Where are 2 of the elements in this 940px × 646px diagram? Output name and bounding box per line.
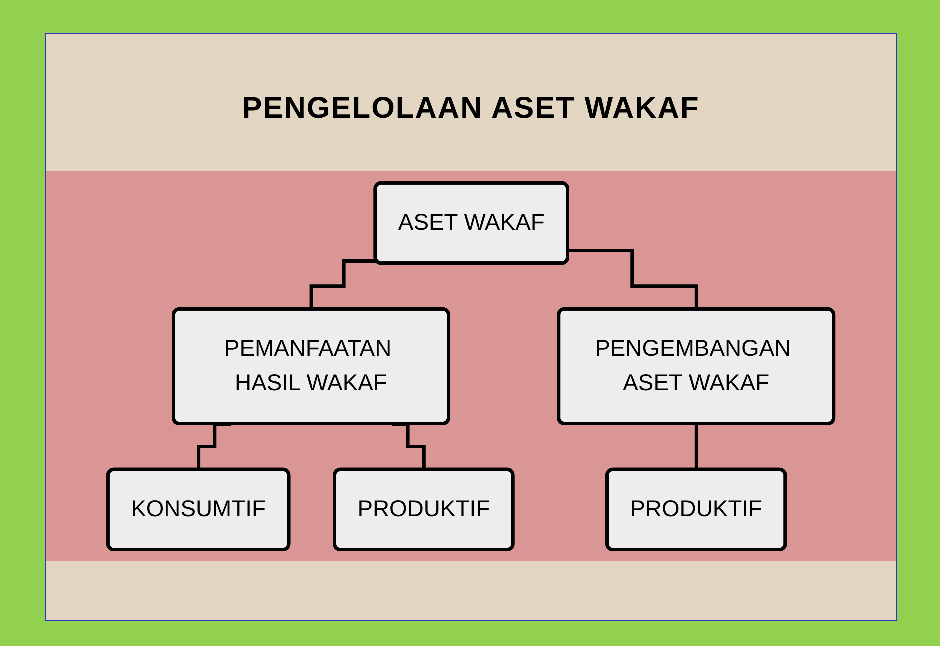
title: PENGELOLAAN ASET WAKAF xyxy=(241,92,701,126)
frame-background: PENGELOLAAN ASET WAKAF ASET WAKAF PEMANFAATAN HASIL WAKAF PENGEMBANGAN ASET WAKAF KONSUMTIF PRODUKTIF PRODUKTIF xyxy=(45,33,897,621)
